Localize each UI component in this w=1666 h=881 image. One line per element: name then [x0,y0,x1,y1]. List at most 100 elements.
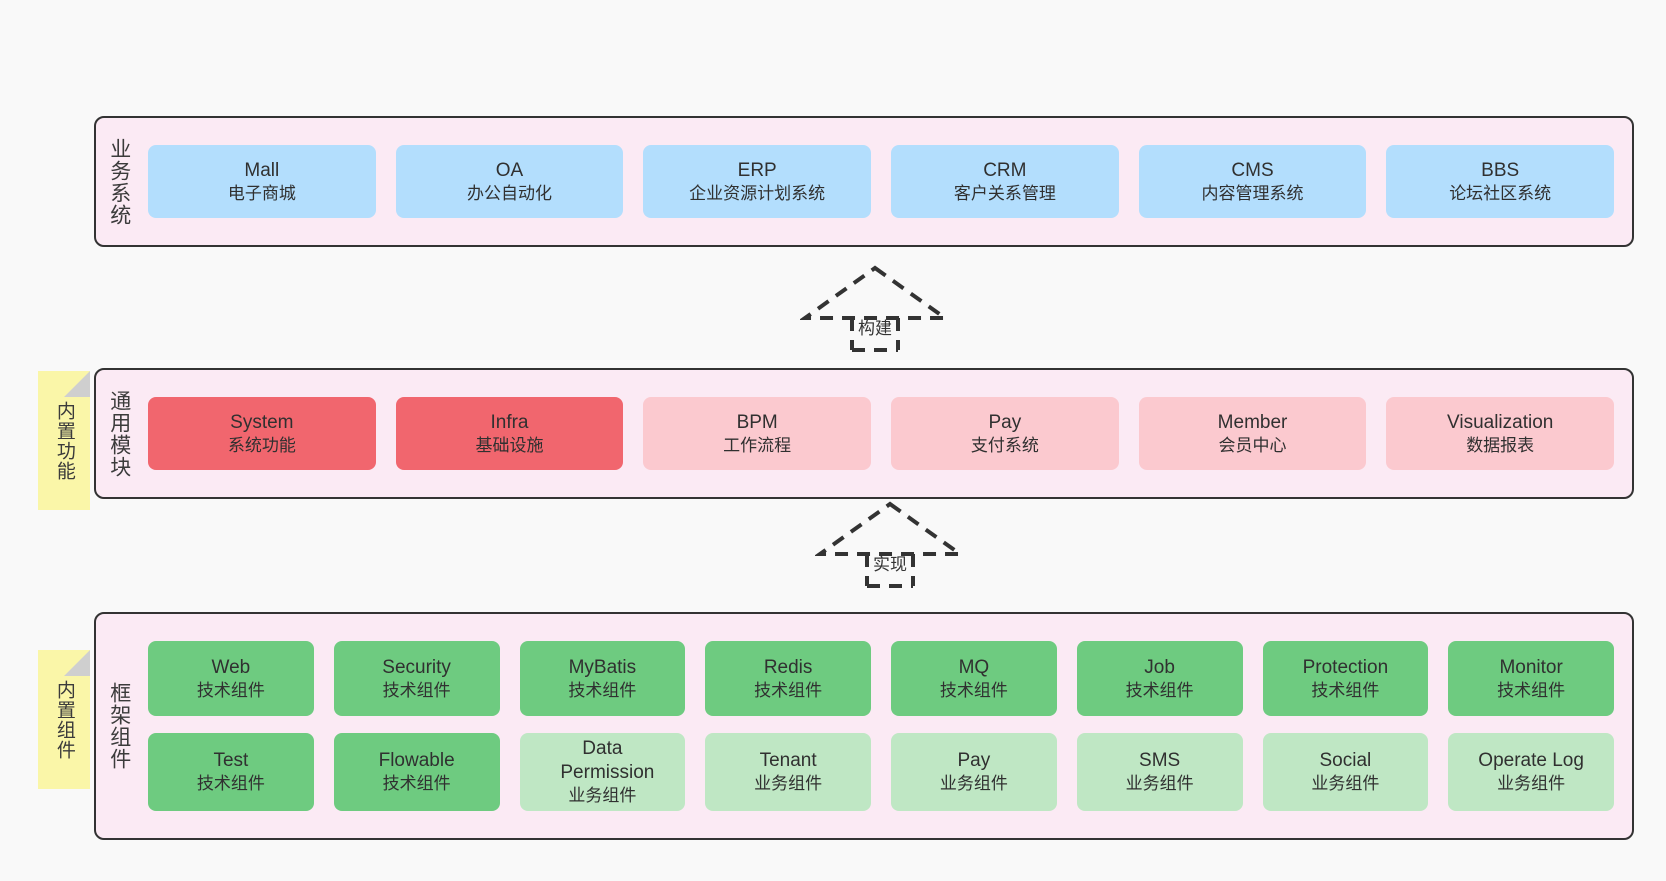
module-title: Flowable [378,750,455,772]
module-title: Web [211,656,251,678]
module-subtitle: 技术组件 [1311,680,1380,700]
layer-body-framework-components: Web 技术组件 Security 技术组件 MyBatis 技术组件 Redi… [142,614,1632,838]
module-title: MyBatis [568,656,637,678]
sticky-note-builtin-features: 内置功能 [38,371,90,510]
module-subtitle: 系统功能 [227,435,296,455]
module-title: SMS [1139,750,1181,772]
module-title: Social [1319,750,1372,772]
connector-label: 构建 [858,319,892,338]
module-operate-log[interactable]: Operate Log 业务组件 [1448,733,1614,811]
module-subtitle: 业务组件 [939,774,1008,794]
module-subtitle: 客户关系管理 [953,183,1056,203]
module-mall[interactable]: Mall 电子商城 [148,145,376,218]
module-web[interactable]: Web 技术组件 [148,641,314,716]
module-bbs[interactable]: BBS 论坛社区系统 [1386,145,1615,218]
module-pay-component[interactable]: Pay 业务组件 [891,733,1057,811]
module-security[interactable]: Security 技术组件 [333,641,500,716]
module-erp[interactable]: ERP 企业资源计划系统 [643,145,872,218]
module-subtitle: 技术组件 [196,774,265,794]
module-bpm[interactable]: BPM 工作流程 [643,397,872,470]
module-title: Redis [763,656,813,678]
build-arrow-icon [800,265,950,352]
module-row: Test 技术组件 Flowable 技术组件 Data Permission … [148,733,1614,811]
module-title: Data Permission [560,738,655,784]
module-monitor[interactable]: Monitor 技术组件 [1448,641,1614,716]
module-row: Web 技术组件 Security 技术组件 MyBatis 技术组件 Redi… [148,641,1614,716]
layer-business-systems: 业务系统 Mall 电子商城 OA 办公自动化 ERP 企业资源计划系统 CRM… [94,116,1634,247]
module-title: BPM [736,411,778,433]
layer-label-business-systems: 业务系统 [107,137,131,226]
module-title: Protection [1302,656,1389,678]
module-flowable[interactable]: Flowable 技术组件 [333,733,500,811]
module-infra[interactable]: Infra 基础设施 [395,397,624,470]
module-subtitle: 支付系统 [970,435,1039,455]
module-subtitle: 工作流程 [723,435,792,455]
module-test[interactable]: Test 技术组件 [148,733,314,811]
module-data-permission[interactable]: Data Permission 业务组件 [519,733,686,811]
module-protection[interactable]: Protection 技术组件 [1262,641,1429,716]
module-subtitle: 技术组件 [196,680,265,700]
connector-implement: 实现 [815,498,965,588]
module-title: ERP [737,159,777,181]
module-title: CRM [983,159,1027,181]
layer-body-business-systems: Mall 电子商城 OA 办公自动化 ERP 企业资源计划系统 CRM 客户关系… [142,118,1632,245]
module-title: Tenant [759,750,817,772]
module-mybatis[interactable]: MyBatis 技术组件 [519,641,686,716]
module-social[interactable]: Social 业务组件 [1262,733,1429,811]
module-subtitle: 技术组件 [1497,680,1566,700]
module-title: Test [213,750,249,772]
module-subtitle: 技术组件 [754,680,823,700]
module-title: Member [1217,411,1288,433]
module-subtitle: 业务组件 [568,786,637,806]
sticky-note-label: 内置功能 [53,400,75,481]
module-title: Pay [988,411,1022,433]
module-row: System 系统功能 Infra 基础设施 BPM 工作流程 Pay 支付系统… [148,397,1615,470]
module-system[interactable]: System 系统功能 [148,397,376,470]
module-job[interactable]: Job 技术组件 [1076,641,1243,716]
module-title: MQ [958,656,990,678]
module-subtitle: 业务组件 [1497,774,1566,794]
module-member[interactable]: Member 会员中心 [1138,397,1367,470]
layer-framework-components: 框架组件 Web 技术组件 Security 技术组件 MyBatis 技术组件… [94,612,1634,840]
module-subtitle: 数据报表 [1466,435,1535,455]
connector-label: 实现 [873,555,907,574]
module-subtitle: 会员中心 [1218,435,1287,455]
module-subtitle: 业务组件 [1125,774,1194,794]
module-subtitle: 业务组件 [754,774,823,794]
module-pay[interactable]: Pay 支付系统 [891,397,1119,470]
module-title: Infra [490,411,529,433]
module-subtitle: 论坛社区系统 [1449,183,1552,203]
layer-label-framework-components: 框架组件 [107,682,131,770]
module-title: Mall [244,159,280,181]
module-crm[interactable]: CRM 客户关系管理 [891,145,1119,218]
module-sms[interactable]: SMS 业务组件 [1076,733,1243,811]
module-title: Monitor [1499,656,1563,678]
layer-body-common-modules: System 系统功能 Infra 基础设施 BPM 工作流程 Pay 支付系统… [142,370,1632,497]
module-title: Visualization [1447,411,1554,433]
module-redis[interactable]: Redis 技术组件 [705,641,871,716]
module-subtitle: 技术组件 [939,680,1008,700]
module-subtitle: 内容管理系统 [1201,183,1304,203]
module-oa[interactable]: OA 办公自动化 [395,145,624,218]
module-subtitle: 技术组件 [568,680,637,700]
module-mq[interactable]: MQ 技术组件 [891,641,1057,716]
module-cms[interactable]: CMS 内容管理系统 [1138,145,1367,218]
module-subtitle: 技术组件 [1125,680,1194,700]
module-title: BBS [1481,159,1520,181]
module-title: OA [495,159,524,181]
module-subtitle: 办公自动化 [467,183,552,203]
sticky-note-label: 内置组件 [53,679,75,760]
layer-common-modules: 通用模块 System 系统功能 Infra 基础设施 BPM 工作流程 Pay… [94,368,1634,499]
module-subtitle: 基础设施 [475,435,544,455]
module-title: Job [1144,656,1175,678]
module-visualization[interactable]: Visualization 数据报表 [1386,397,1615,470]
layer-label-common-modules: 通用模块 [107,389,131,478]
module-subtitle: 企业资源计划系统 [689,183,826,203]
module-title: Security [382,656,451,678]
module-tenant[interactable]: Tenant 业务组件 [705,733,871,811]
module-row: Mall 电子商城 OA 办公自动化 ERP 企业资源计划系统 CRM 客户关系… [148,145,1615,218]
module-title: CMS [1231,159,1274,181]
module-title: System [230,411,294,433]
module-subtitle: 业务组件 [1311,774,1380,794]
sticky-note-builtin-components: 内置组件 [38,650,90,789]
